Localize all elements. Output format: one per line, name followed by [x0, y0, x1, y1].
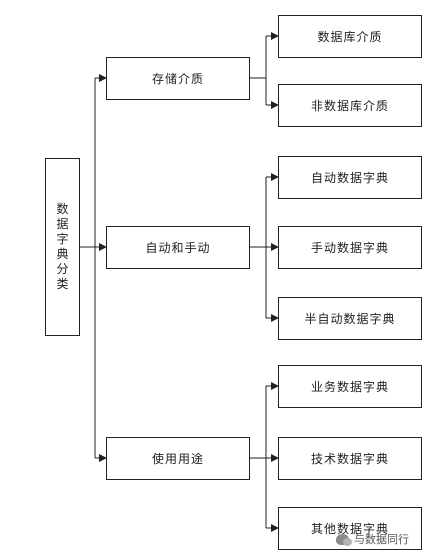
root-char: 类: [56, 277, 69, 291]
node-label: 存储介质: [151, 72, 204, 86]
watermark: 与数据同行: [336, 531, 409, 547]
leaf-semi-auto-dictionary: 半自动数据字典: [278, 297, 422, 340]
node-label: 数据库介质: [317, 30, 383, 44]
root-char: 数: [56, 202, 69, 216]
node-label: 业务数据字典: [310, 380, 389, 394]
leaf-technical-dictionary: 技术数据字典: [278, 437, 422, 480]
watermark-text: 与数据同行: [354, 533, 409, 546]
root-char: 典: [56, 247, 69, 261]
node-label: 使用用途: [151, 452, 204, 466]
root-char: 分: [56, 262, 69, 276]
node-label: 手动数据字典: [310, 241, 389, 255]
leaf-database-medium: 数据库介质: [278, 15, 422, 58]
leaf-manual-dictionary: 手动数据字典: [278, 226, 422, 269]
node-label: 自动数据字典: [310, 171, 389, 185]
root-char: 据: [56, 217, 69, 231]
leaf-other-dictionary: 其他数据字典: [278, 507, 422, 550]
wechat-icon: [336, 533, 352, 546]
node-usage: 使用用途: [106, 437, 250, 480]
root-node: 数 据 字 典 分 类: [45, 158, 80, 336]
leaf-auto-dictionary: 自动数据字典: [278, 156, 422, 199]
leaf-non-database-medium: 非数据库介质: [278, 84, 422, 127]
node-label: 其他数据字典: [310, 522, 389, 536]
node-label: 非数据库介质: [310, 99, 389, 113]
leaf-business-dictionary: 业务数据字典: [278, 365, 422, 408]
node-label: 技术数据字典: [310, 452, 389, 466]
node-storage-medium: 存储介质: [106, 57, 250, 100]
node-label: 半自动数据字典: [304, 312, 396, 326]
node-auto-manual: 自动和手动: [106, 226, 250, 269]
root-char: 字: [56, 232, 69, 246]
node-label: 自动和手动: [145, 241, 211, 255]
